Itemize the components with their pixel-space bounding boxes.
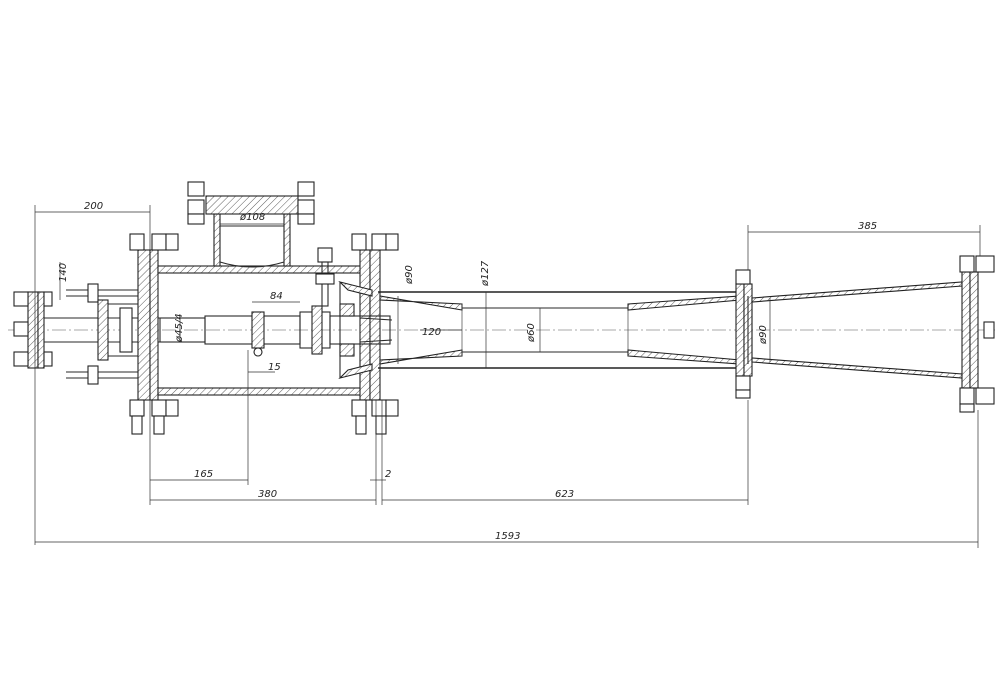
dim-108: ø108 [239, 212, 265, 223]
diffuser-throat [378, 291, 741, 369]
dim-165: 165 [194, 469, 213, 480]
dim-45: ø45/4 [174, 313, 185, 343]
dim-385: 385 [858, 221, 877, 232]
dim-200: 200 [84, 201, 103, 212]
dim-60: ø60 [526, 323, 537, 343]
dim-120: 120 [422, 327, 441, 338]
dim-1593: 1593 [495, 531, 520, 542]
dim-2: 2 [385, 469, 391, 480]
motive-nozzle [159, 247, 393, 357]
dimension-lines [34, 205, 981, 548]
dim-127: ø127 [480, 260, 491, 287]
dim-140: 140 [58, 263, 69, 282]
mixing-chamber [129, 233, 399, 435]
middle-flange [735, 269, 753, 399]
dim-15: 15 [268, 362, 281, 373]
dim-90-inlet: ø90 [404, 265, 415, 285]
dim-623: 623 [555, 489, 574, 500]
outlet-cone [751, 255, 995, 413]
dim-90-outlet: ø90 [758, 325, 769, 345]
top-nozzle [187, 181, 315, 268]
dimension-labels: 200 140 ø108 84 ø45/4 15 ø90 ø127 120 ø6… [58, 201, 877, 542]
dim-84: 84 [270, 291, 283, 302]
dim-380: 380 [258, 489, 277, 500]
